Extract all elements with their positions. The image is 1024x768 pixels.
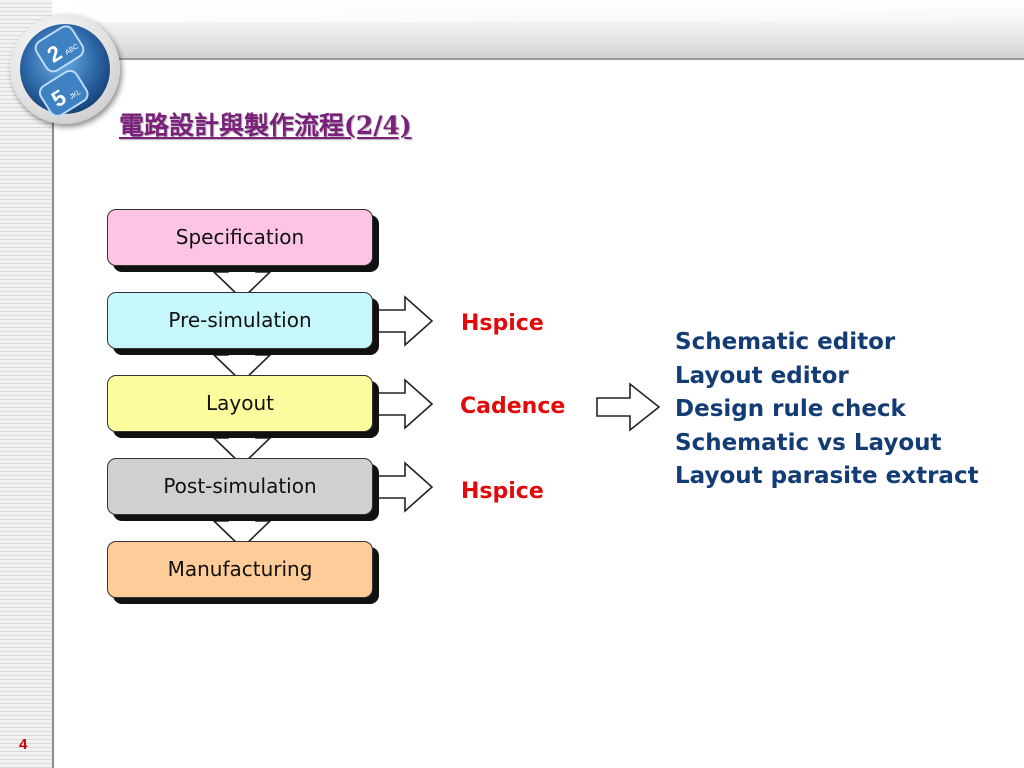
flow-step-label: Layout — [206, 390, 274, 415]
slide-title: 電路設計與製作流程(2/4) — [119, 111, 412, 140]
right-arrow-icon — [596, 382, 661, 432]
flow-step-post-simulation: Post-simulation — [107, 458, 373, 515]
right-arrow-icon — [367, 295, 434, 347]
cadence-function-item: Design rule check — [675, 396, 906, 422]
cadence-function-item: Schematic vs Layout — [675, 429, 942, 456]
right-arrow-icon — [367, 461, 434, 513]
flow-step-label: Specification — [175, 224, 305, 249]
right-arrow-icon — [367, 378, 434, 430]
flow-step-label: Post-simulation — [163, 473, 317, 498]
cadence-function-item: Layout editor — [675, 362, 849, 389]
tool-label-hspice-post: Hspice — [461, 479, 544, 504]
tool-label-cadence: Cadence — [460, 394, 566, 419]
tool-label-hspice-pre: Hspice — [461, 311, 544, 336]
left-stripe-decoration — [0, 0, 54, 768]
flow-step-layout: Layout — [107, 375, 373, 432]
flow-step-pre-simulation: Pre-simulation — [107, 292, 373, 349]
flow-step-manufacturing: Manufacturing — [107, 541, 373, 598]
cadence-function-list: Schematic editor Layout editor Design ru… — [675, 326, 979, 494]
flow-step-label: Pre-simulation — [168, 307, 312, 332]
top-header-band — [52, 0, 1024, 60]
flow-step-label: Manufacturing — [167, 556, 313, 581]
cadence-function-item: Layout parasite extract — [675, 463, 979, 489]
cadence-function-item: Schematic editor — [675, 329, 896, 355]
keypad-keys-icon: 2 ABC 5 JKL — [10, 14, 120, 124]
flow-step-specification: Specification — [107, 209, 373, 266]
page-number: 4 — [19, 736, 28, 753]
